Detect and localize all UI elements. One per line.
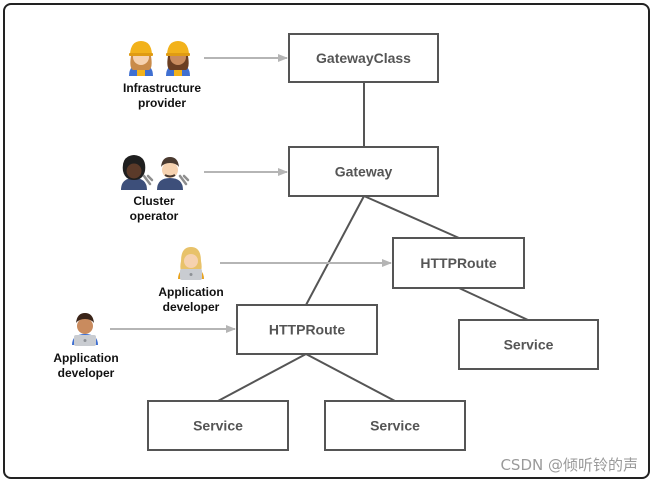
node-httproute-right-label: HTTPRoute xyxy=(420,255,496,271)
connector-httproute-right-service xyxy=(458,287,529,321)
technologist-man-icon xyxy=(72,313,98,346)
role-appdev-top-line2: developer xyxy=(163,300,220,314)
resource-connectors xyxy=(217,82,529,402)
mechanic-man-icon xyxy=(157,157,190,190)
watermark-text: CSDN @倾听铃的声 xyxy=(500,456,638,474)
node-gateway-label: Gateway xyxy=(335,164,393,180)
node-service-bottom-left[interactable]: Service xyxy=(147,400,289,451)
role-operator-line1: Cluster xyxy=(133,194,175,208)
node-httproute-left-label: HTTPRoute xyxy=(269,322,345,338)
node-service-right-label: Service xyxy=(504,337,554,353)
mechanic-woman-icon xyxy=(121,155,154,190)
technologist-woman-icon xyxy=(178,247,204,280)
role-operator-line2: operator xyxy=(130,209,179,223)
role-arrows xyxy=(110,54,392,333)
node-httproute-right[interactable]: HTTPRoute xyxy=(392,237,525,289)
connector-gateway-httproute-right xyxy=(363,195,460,239)
node-gateway[interactable]: Gateway xyxy=(288,146,439,197)
node-gatewayclass-label: GatewayClass xyxy=(316,50,411,66)
connector-httproute-left-service-left xyxy=(217,353,307,402)
node-httproute-left[interactable]: HTTPRoute xyxy=(236,304,378,355)
role-infra-line2: provider xyxy=(138,96,186,110)
role-infra-line1: Infrastructure xyxy=(123,81,201,95)
construction-worker-woman-icon xyxy=(129,41,153,76)
connector-httproute-left-service-right xyxy=(305,353,396,402)
node-service-bottom-right-label: Service xyxy=(370,418,420,434)
node-service-bottom-left-label: Service xyxy=(193,418,243,434)
construction-worker-woman-icon xyxy=(166,41,190,76)
role-appdev-top-line1: Application xyxy=(158,285,223,299)
node-service-bottom-right[interactable]: Service xyxy=(324,400,466,451)
role-appdev-left-line2: developer xyxy=(58,366,115,380)
role-appdev-left-line1: Application xyxy=(53,351,118,365)
node-service-right[interactable]: Service xyxy=(458,319,599,370)
node-gatewayclass[interactable]: GatewayClass xyxy=(288,33,439,83)
connector-gateway-httproute-left xyxy=(305,195,365,306)
